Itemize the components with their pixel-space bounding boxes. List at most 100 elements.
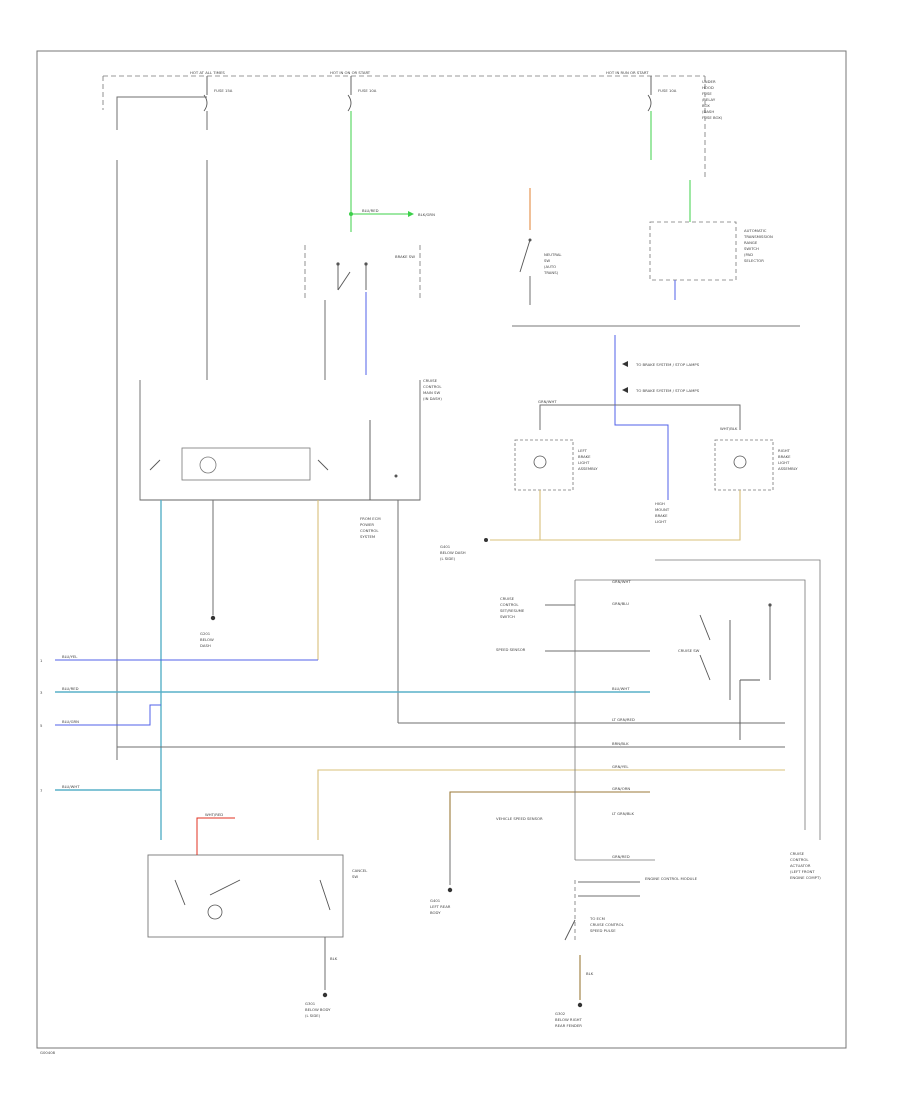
svg-text:FROM ECM: FROM ECM: [360, 516, 381, 521]
svg-text:POWER: POWER: [360, 522, 374, 527]
svg-text:G401: G401: [430, 898, 441, 903]
wire-label-right-6: GRN/YEL: [612, 764, 629, 769]
wire-brake-distribution: [539, 404, 741, 430]
svg-text:BRAKE: BRAKE: [655, 513, 668, 518]
svg-text:ACTUATOR: ACTUATOR: [790, 863, 811, 868]
wire-label-left-3: BLU/GRN: [62, 719, 79, 724]
wire-label-right-4: LT GRN/RED: [612, 717, 635, 722]
svg-text:AUTOMATIC: AUTOMATIC: [744, 228, 767, 233]
svg-text:/RELAY: /RELAY: [702, 97, 716, 102]
svg-text:CONTROL: CONTROL: [500, 602, 519, 607]
brake-light-switch: BRAKE SW: [304, 245, 421, 300]
cancel-switch: CANCEL SW: [147, 854, 368, 938]
diagram-frame: [36, 50, 847, 1049]
brake-label-2: TO BRAKE SYSTEM / STOP LAMPS: [635, 388, 700, 393]
wire-label-right-9: GRN/RED: [612, 854, 630, 859]
ground-symbol-left: [210, 615, 216, 621]
cruise-unit-outline: [655, 559, 821, 840]
ground-bottom-left-label: G301 BELOW BODY (L SIDE): [305, 992, 331, 1018]
bus-label-left: HOT AT ALL TIMES: [190, 70, 225, 75]
svg-text:SELECTOR: SELECTOR: [744, 258, 764, 263]
svg-text:SWITCH: SWITCH: [500, 614, 515, 619]
arrow-brake-1: [622, 361, 628, 367]
svg-text:FUSE 10A: FUSE 10A: [358, 88, 377, 93]
cruise-unit-switches: CRUISE SW: [678, 603, 772, 740]
wire-label-brake-1: GRN/WHT: [538, 399, 557, 404]
wire-label-right-3: BLU/WHT: [612, 686, 630, 691]
fuse-3: FUSE 10A: [647, 76, 677, 112]
svg-text:CONTROL: CONTROL: [360, 528, 379, 533]
svg-text:G201: G201: [200, 631, 211, 636]
svg-text:HIGH: HIGH: [655, 501, 665, 506]
set-resume-switch: TO ECM CRUISE CONTROL SPEED PULSE ENGINE…: [564, 876, 698, 941]
svg-text:CRUISE: CRUISE: [790, 851, 805, 856]
wire-blue-h3: [55, 704, 161, 726]
neutral-switch: NEUTRAL SW (AUTO TRANS): [519, 188, 562, 305]
wire-label-left-1: BLU/YEL: [62, 654, 78, 659]
wire-label-bus-mid-2: BLK/GRN: [418, 212, 435, 217]
vehicle-speed-label: VEHICLE SPEED SENSOR: [496, 816, 543, 821]
wire-red-cancel: [196, 817, 235, 855]
wire-brown-h8: [449, 791, 650, 840]
svg-text:REAR FENDER: REAR FENDER: [555, 1023, 582, 1028]
svg-text:TRANSMISSION: TRANSMISSION: [743, 234, 773, 239]
svg-text:FUSE 15A: FUSE 15A: [214, 88, 233, 93]
left-marker-1: 1: [40, 658, 43, 663]
svg-text:LEFT: LEFT: [578, 448, 588, 453]
svg-text:LIGHT: LIGHT: [655, 519, 667, 524]
speed-sensor-label: SPEED SENSOR: [496, 647, 526, 652]
svg-text:SWITCH: SWITCH: [744, 246, 759, 251]
svg-text:SPEED PULSE: SPEED PULSE: [590, 928, 616, 933]
svg-text:BRAKE: BRAKE: [778, 454, 791, 459]
fuse-1: FUSE 15A: [203, 76, 233, 112]
wire-label-right-1: GRN/WHT: [612, 579, 631, 584]
wire-label-left-ground: BLK: [330, 956, 338, 961]
arrow-brake-2: [622, 387, 628, 393]
atm-range-switch: AUTOMATIC TRANSMISSION RANGE SWITCH (PAD…: [649, 111, 773, 300]
svg-text:BRAKE SW: BRAKE SW: [395, 254, 415, 259]
svg-text:BOX: BOX: [702, 103, 710, 108]
svg-text:CONTROL: CONTROL: [423, 384, 442, 389]
svg-text:BELOW RIGHT: BELOW RIGHT: [555, 1017, 582, 1022]
svg-text:CANCEL: CANCEL: [352, 868, 368, 873]
ground-mid-bottom-label: G401 LEFT REAR BODY: [430, 887, 453, 915]
svg-text:TO ECM: TO ECM: [589, 916, 605, 921]
wire-label-right-5: BRN/BLK: [612, 741, 629, 746]
wire-label-right-2: GRN/BLU: [612, 601, 629, 606]
svg-text:(LEFT FRONT: (LEFT FRONT: [790, 869, 815, 874]
svg-text:FUSE: FUSE: [702, 91, 712, 96]
svg-text:(PAD: (PAD: [744, 252, 753, 257]
wire-label-left-outer: [115, 130, 119, 160]
fuse-2: FUSE 10A: [347, 76, 377, 112]
wire-blue-brake-hm: [614, 405, 669, 500]
high-mount-light: HIGH MOUNT BRAKE LIGHT: [655, 501, 670, 524]
footer-code: G00408: [40, 1050, 56, 1055]
splice-green: [349, 212, 353, 216]
svg-text:ENGINE CONTROL MODULE: ENGINE CONTROL MODULE: [645, 876, 698, 881]
svg-text:LIGHT: LIGHT: [778, 460, 790, 465]
svg-text:LIGHT: LIGHT: [578, 460, 590, 465]
svg-text:HOOD: HOOD: [702, 85, 714, 90]
svg-text:G301: G301: [305, 1001, 316, 1006]
svg-text:CRUISE: CRUISE: [500, 596, 515, 601]
svg-text:RANGE: RANGE: [744, 240, 758, 245]
svg-text:SW: SW: [544, 258, 550, 263]
cruise-main-switch: CRUISE CONTROL MAIN SW (IN DASH): [139, 378, 442, 501]
svg-text:TRANS): TRANS): [543, 270, 559, 275]
svg-text:CRUISE CONTROL: CRUISE CONTROL: [590, 922, 625, 927]
ground-bottom-right-label: G302 BELOW RIGHT REAR FENDER: [555, 1002, 582, 1028]
svg-text:ASSEMBLY: ASSEMBLY: [578, 466, 598, 471]
wire-label-left-2: BLU/RED: [62, 686, 79, 691]
svg-text:MAIN SW: MAIN SW: [423, 390, 440, 395]
svg-text:ENGINE COMPT): ENGINE COMPT): [790, 875, 821, 880]
wire-label-left-4: BLU/WHT: [62, 784, 80, 789]
svg-text:ASSEMBLY: ASSEMBLY: [778, 466, 798, 471]
svg-text:DASH: DASH: [200, 643, 211, 648]
ecm-label: FROM ECM POWER CONTROL SYSTEM: [360, 516, 381, 539]
svg-text:MOUNT: MOUNT: [655, 507, 670, 512]
brake-label-1: TO BRAKE SYSTEM / STOP LAMPS: [635, 362, 700, 367]
svg-text:(L SIDE): (L SIDE): [440, 556, 456, 561]
svg-text:G401: G401: [440, 544, 451, 549]
wire-label-brake-2: WHT/BLK: [720, 426, 738, 431]
